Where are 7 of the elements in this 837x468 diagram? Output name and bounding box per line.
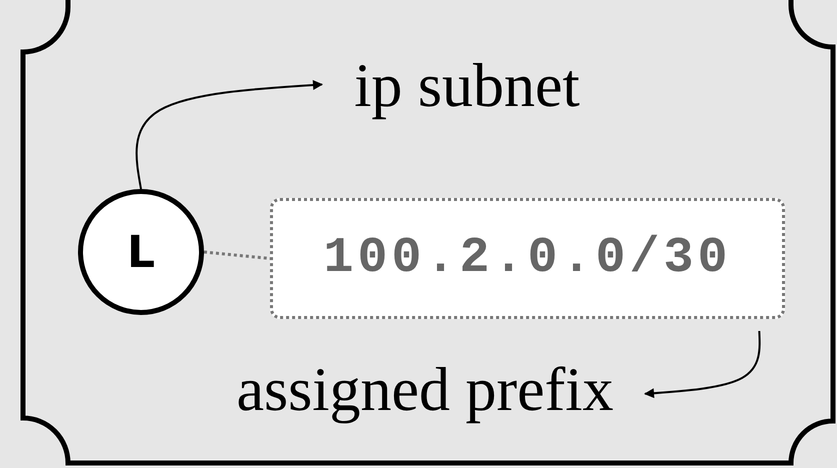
node-label: L xyxy=(126,226,156,278)
arrow xyxy=(136,80,323,190)
ip-prefix: 100.2.0.0/30 xyxy=(323,230,732,287)
node-label: assigned prefix xyxy=(236,354,614,426)
code-box xyxy=(270,198,785,319)
node-label: ip subnet xyxy=(354,50,580,122)
arrow xyxy=(644,330,761,398)
